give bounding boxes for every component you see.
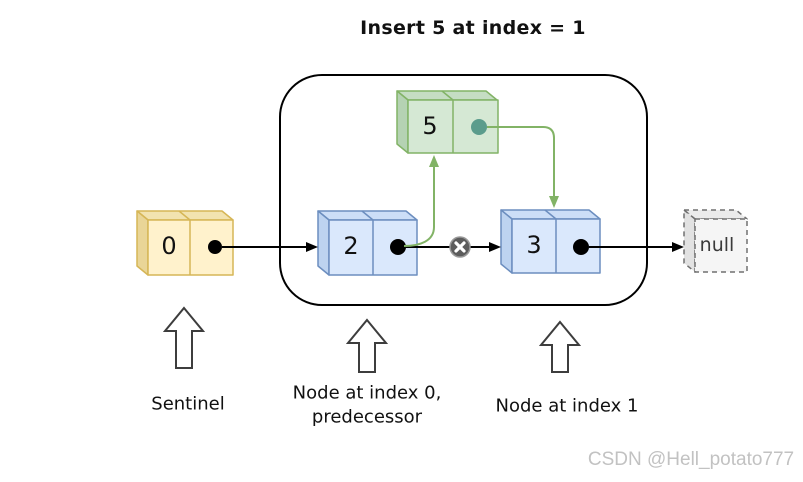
callout-arrow-sentinel [162, 306, 206, 369]
arrow-new-node-to-index1 [487, 126, 559, 208]
node-sentinel-box [136, 210, 234, 276]
broken-link-icon [449, 236, 471, 258]
focus-container [279, 74, 648, 306]
index1-pointer-dot [573, 239, 589, 255]
callout-arrow-predecessor [345, 318, 389, 373]
arrow-sentinel-to-predecessor [222, 242, 318, 252]
node-null-box [683, 209, 748, 273]
node-new-value: 5 [422, 112, 438, 140]
node-predecessor-value: 2 [343, 232, 359, 260]
sentinel-label: Sentinel [151, 393, 225, 415]
diagram-title: Insert 5 at index = 1 [360, 17, 586, 39]
sentinel-pointer-dot [208, 240, 222, 254]
node-sentinel-value: 0 [161, 232, 177, 260]
callout-arrow-index1 [538, 320, 582, 373]
arrow-predecessor-to-index1-broken [406, 242, 501, 252]
index1-label: Node at index 1 [495, 395, 639, 417]
node-index1-box [500, 209, 601, 274]
arrow-index1-to-null [589, 242, 684, 252]
arrow-predecessor-to-new-node [403, 155, 439, 247]
predecessor-label-line2: predecessor [311, 406, 423, 428]
node-predecessor-box [317, 210, 418, 276]
predecessor-pointer-dot [390, 239, 406, 255]
node-new-box [396, 90, 499, 154]
new-node-pointer-dot [471, 119, 487, 135]
watermark: CSDN @Hell_potato777 [587, 449, 795, 470]
predecessor-label-line1: Node at index 0, [292, 382, 442, 404]
node-index1-value: 3 [526, 231, 542, 259]
node-null-value: null [699, 234, 735, 256]
